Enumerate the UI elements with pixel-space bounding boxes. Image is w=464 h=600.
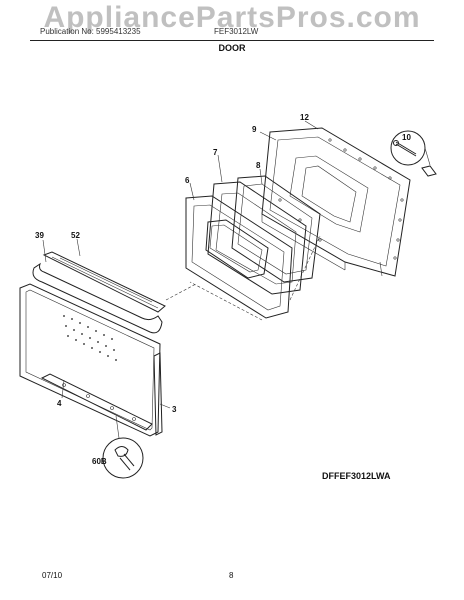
- door-handle: [32, 262, 163, 334]
- callout-7: 7: [213, 148, 218, 157]
- model-number: DFFEF3012LWA: [322, 471, 391, 481]
- watermark: AppliancePartsPros.com: [43, 1, 421, 34]
- outer-door-panel: [19, 283, 161, 437]
- callout-12: 12: [300, 113, 309, 122]
- glass-frame: [207, 181, 307, 295]
- screw-detail-circle: [390, 130, 437, 177]
- callout-6: 6: [185, 176, 190, 185]
- alignment-line: [289, 235, 321, 301]
- callout-9: 9: [252, 125, 257, 134]
- insulation-pack: [231, 175, 321, 283]
- callout-52: 52: [71, 231, 80, 240]
- alignment-line: [165, 283, 197, 301]
- callout-4: 4: [57, 399, 62, 408]
- callout-3: 3: [172, 405, 177, 414]
- side-trim: [153, 352, 163, 436]
- header-rule: [30, 40, 434, 41]
- callout-39: 39: [35, 231, 44, 240]
- callout-10: 10: [402, 133, 411, 142]
- callout-60b: 60B: [92, 457, 107, 466]
- header-model: FEF3012LW: [214, 27, 259, 36]
- section-title: DOOR: [218, 43, 246, 53]
- screw-detail-circle: [102, 415, 144, 479]
- alignment-line: [189, 281, 263, 321]
- leader-lines: [42, 120, 319, 409]
- callout-8: 8: [256, 161, 261, 170]
- footer-page-number: 8: [229, 571, 234, 580]
- footer-date: 07/10: [42, 571, 63, 580]
- inner-door-panel: [261, 127, 411, 277]
- vent-trim: [42, 251, 166, 313]
- publication-number: Publication No: 5995413235: [40, 27, 141, 36]
- door-liner: [185, 195, 293, 319]
